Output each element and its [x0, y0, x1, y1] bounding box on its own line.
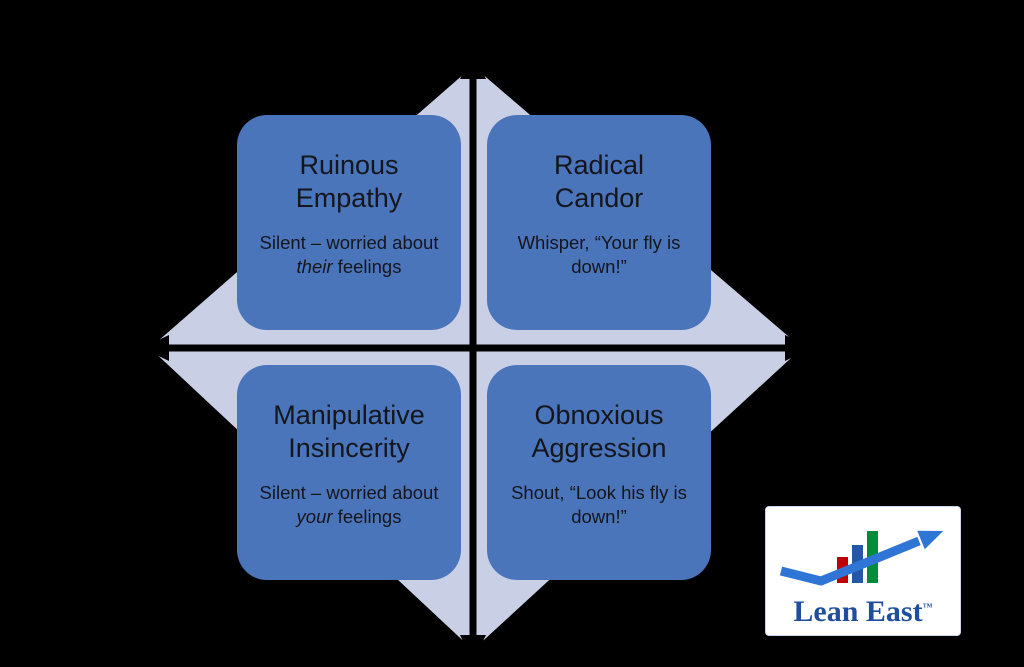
logo-trend-arrow [779, 536, 921, 586]
subtitle-text: Shout, “Look his fly is down!” [511, 481, 687, 527]
subtitle-text: feelings [332, 255, 402, 277]
subtitle-italic-word: their [296, 255, 333, 277]
lean-east-logo-graphic [779, 530, 944, 586]
subtitle-text: Whisper, “Your fly is down!” [517, 231, 681, 277]
vertical-axis-bottom-arrowhead [460, 635, 486, 662]
quadrant-subtitle: Silent – worried about their feelings [249, 231, 449, 279]
quadrant-subtitle: Whisper, “Your fly is down!” [499, 231, 699, 279]
trademark-symbol: ™ [922, 602, 933, 613]
subtitle-italic-word: your [296, 505, 333, 527]
logo-wordmark: Lean East™ [793, 597, 932, 627]
quadrant-ruinous-empathy: Ruinous Empathy Silent – worried about t… [237, 115, 461, 330]
title-line: Empathy [295, 182, 403, 213]
quadrant-title: Manipulative Insincerity [273, 399, 425, 465]
title-line: Manipulative [273, 400, 425, 430]
quadrant-radical-candor: Radical Candor Whisper, “Your fly is dow… [487, 115, 711, 330]
subtitle-text: Silent – worried about [259, 231, 439, 253]
subtitle-text: Silent – worried about [259, 481, 439, 503]
lean-east-logo: Lean East™ [765, 506, 961, 636]
title-line: Obnoxious [534, 400, 664, 430]
quadrant-title: Ruinous Empathy [296, 149, 403, 215]
quadrant-title: Obnoxious Aggression [531, 399, 666, 465]
quadrant-subtitle: Shout, “Look his fly is down!” [499, 481, 699, 529]
logo-text: Lean East [793, 595, 923, 628]
title-line: Ruinous [299, 150, 399, 180]
quadrant-subtitle: Silent – worried about your feelings [249, 481, 449, 529]
subtitle-text: feelings [332, 505, 402, 527]
horizontal-axis-right-arrowhead [785, 335, 812, 361]
vertical-axis-top-arrowhead [460, 52, 486, 79]
horizontal-axis-left-arrowhead [142, 335, 169, 361]
quadrant-title: Radical Candor [554, 149, 644, 215]
title-line: Aggression [531, 432, 667, 463]
quadrant-manipulative-insincerity: Manipulative Insincerity Silent – worrie… [237, 365, 461, 580]
logo-trend-arrowhead-icon [917, 530, 944, 550]
title-line: Candor [554, 182, 644, 213]
quadrant-obnoxious-aggression: Obnoxious Aggression Shout, “Look his fl… [487, 365, 711, 580]
title-line: Insincerity [288, 432, 410, 463]
title-line: Radical [553, 150, 645, 180]
